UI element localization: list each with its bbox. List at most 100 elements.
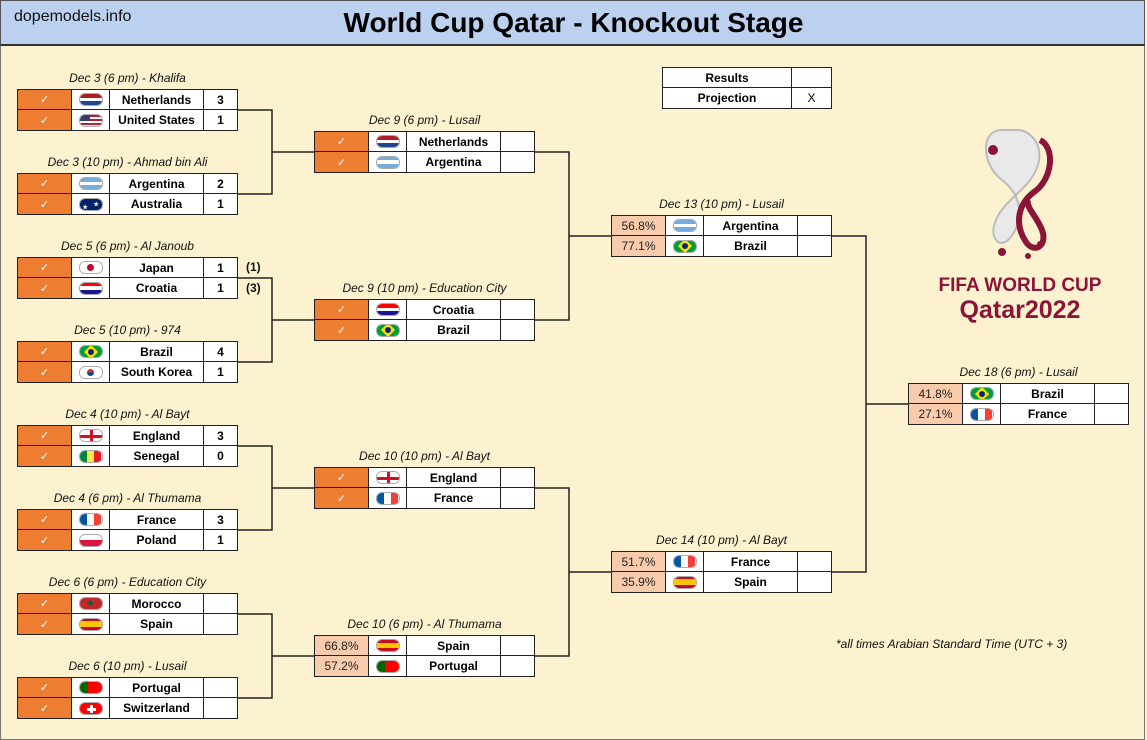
score-cell[interactable] [204,594,237,613]
score-cell[interactable] [501,468,534,487]
team-name: South Korea [110,362,204,382]
score-cell[interactable] [204,678,237,697]
team-row[interactable]: ✓England [314,467,535,488]
team-name: Brazil [704,236,798,256]
score-cell[interactable] [501,300,534,319]
score-cell[interactable]: 1 [217,113,224,127]
score-cell[interactable] [501,636,534,655]
score-cell[interactable] [204,614,237,634]
flag-cell [72,110,110,130]
team-row[interactable]: ✓ South Korea 1 [17,362,238,383]
win-probability: 57.2% [315,656,369,676]
team-name: France [704,552,798,571]
team-row[interactable]: ✓ Brazil 4 [17,341,238,362]
score-cell[interactable]: 1 [217,533,224,547]
check-mark-icon[interactable]: ✓ [315,300,369,319]
legend-results-value[interactable] [792,68,831,87]
score-cell[interactable] [501,656,534,676]
check-mark-icon[interactable]: ✓ [18,110,72,130]
team-row[interactable]: ✓Netherlands [314,131,535,152]
team-row[interactable]: 51.7%France [611,551,832,572]
check-mark-icon[interactable]: ✓ [18,594,72,613]
legend-projection-value[interactable]: X [807,91,816,105]
trophy-emblem-icon [985,128,1054,259]
score-cell[interactable]: 3 [217,428,224,443]
score-cell[interactable] [1095,384,1128,403]
team-row[interactable]: ✓Croatia [314,299,535,320]
score-cell[interactable] [501,152,534,172]
score-cell[interactable] [1095,404,1128,424]
flag-cell [72,510,110,529]
check-mark-icon[interactable]: ✓ [315,132,369,151]
check-mark-icon[interactable]: ✓ [18,90,72,109]
team-row[interactable]: ✓★Morocco [17,593,238,614]
score-cell[interactable] [798,236,831,256]
score-cell[interactable] [501,132,534,151]
score-cell[interactable]: 1 [217,260,224,275]
team-row[interactable]: ✓ France 3 [17,509,238,530]
score-cell[interactable]: 1 [217,281,224,295]
team-row[interactable]: 77.1%Brazil [611,236,832,257]
score-cell[interactable]: 3 [217,92,224,107]
score-cell[interactable]: 1 [217,197,224,211]
check-mark-icon[interactable]: ✓ [18,342,72,361]
check-mark-icon[interactable]: ✓ [18,174,72,193]
score-cell[interactable] [798,216,831,235]
team-row[interactable]: ✓France [314,488,535,509]
check-mark-icon[interactable]: ✓ [315,468,369,487]
team-row[interactable]: 66.8%Spain [314,635,535,656]
score-cell[interactable] [204,698,237,718]
score-cell[interactable] [798,552,831,571]
team-name: Brazil [110,342,204,361]
score-cell[interactable]: 4 [217,344,224,359]
check-mark-icon[interactable]: ✓ [18,278,72,298]
check-mark-icon[interactable]: ✓ [18,194,72,214]
flag-cell [72,426,110,445]
check-mark-icon[interactable]: ✓ [18,446,72,466]
check-mark-icon[interactable]: ✓ [18,510,72,529]
check-mark-icon[interactable]: ✓ [315,488,369,508]
match-label: Dec 10 (10 pm) - Al Bayt [359,449,490,463]
check-mark-icon[interactable]: ✓ [18,530,72,550]
team-row[interactable]: 56.8%Argentina [611,215,832,236]
check-mark-icon[interactable]: ✓ [18,426,72,445]
score-cell[interactable]: 1 [217,365,224,379]
team-row[interactable]: ✓Brazil [314,320,535,341]
check-mark-icon[interactable]: ✓ [18,362,72,382]
team-name: France [110,510,204,529]
score-cell[interactable] [798,572,831,592]
flag-cell [72,90,110,109]
score-cell[interactable] [501,320,534,340]
check-mark-icon[interactable]: ✓ [18,614,72,634]
score-cell[interactable]: 0 [217,449,224,463]
team-row[interactable]: 41.8%Brazil [908,383,1129,404]
check-mark-icon[interactable]: ✓ [315,320,369,340]
team-row[interactable]: 35.9%Spain [611,572,832,593]
check-mark-icon[interactable]: ✓ [18,258,72,277]
team-row[interactable]: 57.2%Portugal [314,656,535,677]
score-cell[interactable]: 2 [217,176,224,191]
team-row[interactable]: ✓Portugal [17,677,238,698]
japan-flag-icon [78,261,103,274]
check-mark-icon[interactable]: ✓ [18,678,72,697]
team-row[interactable]: ✓Argentina [314,152,535,173]
team-row[interactable]: ✓Spain [17,614,238,635]
check-mark-icon[interactable]: ✓ [315,152,369,172]
site-name: dopemodels.info [14,8,132,25]
team-row[interactable]: ✓Switzerland [17,698,238,719]
score-cell[interactable]: 3 [217,512,224,527]
france-flag-icon [375,491,400,505]
team-row[interactable]: 27.1%France [908,404,1129,425]
check-mark-icon[interactable]: ✓ [18,698,72,718]
team-name: Argentina [704,216,798,235]
score-cell[interactable] [501,488,534,508]
